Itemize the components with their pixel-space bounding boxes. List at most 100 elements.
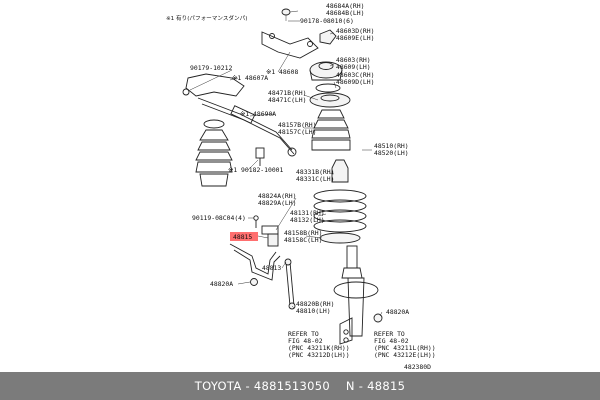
nut-48820a-right-shape [373,313,383,323]
label-48820a-right[interactable]: 48820A [386,308,409,316]
label-48331c[interactable]: 48331C(LH) [296,175,334,183]
label-48609d[interactable]: 48609D(LH) [336,78,374,86]
label-48471b[interactable]: 48471B(RH) [268,89,306,97]
label-48813[interactable]: 48813 [262,264,281,272]
coil-spring-shape [313,189,367,233]
damper-body-shape [230,105,256,124]
label-48609[interactable]: 48609(LH) [336,63,371,71]
footer-part-info: TOYOTA - 4881513050 N - 48815 [194,379,406,393]
spring-lower-seat-shape [333,281,379,299]
stabilizer-bar-shape [233,249,281,281]
boot-ring [311,139,351,151]
stabilizer-group [229,215,296,310]
upper-seat-shape [309,92,351,108]
bracket-bolt-hole [307,41,313,47]
boot-ring [195,161,233,173]
bolt-90179-shape [182,88,190,96]
boot-ring [195,151,233,161]
nut-48603d-shape [319,29,337,45]
shock-body-shape [347,277,365,337]
label-48131[interactable]: 48131(RH) [290,209,325,217]
bolt-90119-shape [253,215,259,221]
boot-ring [317,109,345,119]
bump-stopper-shape [331,159,349,183]
label-48603d[interactable]: 48603D(RH) [336,27,374,35]
performance-damper-group [182,31,319,166]
nut-48820a-left-shape [250,278,258,286]
lower-insulator-shape [319,232,361,244]
label-48510[interactable]: 48510(RH) [374,142,409,150]
parts-diagram: ※1 有り(パフォーマンスダンパ) 48684A(RH) 48684B(LH) … [166,2,436,371]
label-90182[interactable]: ※1 90182-10001 [228,166,284,174]
label-48684a[interactable]: 48684A(RH) [326,2,364,10]
label-48829a[interactable]: 48829A(LH) [258,199,296,207]
shock-bracket-shape [339,317,353,345]
drawing-code: 482380D [404,363,431,371]
label-48690a[interactable]: ※1 48690A [240,110,276,118]
bracket-48824a-shape [261,225,279,235]
shock-collar-shape [341,267,363,279]
damper-end-shape [287,147,297,157]
label-48810[interactable]: 48810(LH) [296,307,331,315]
damper-rod-shape [197,97,293,151]
bracket-hole [343,337,349,343]
label-48157b[interactable]: 48157B(RH) [278,121,316,129]
label-90119[interactable]: 90119-08C04(4) [192,214,246,222]
shock-rod-shape [346,245,358,269]
label-48820b[interactable]: 48820B(RH) [296,300,334,308]
bumper-top-shape [203,119,225,129]
bushing-48815-shape [267,233,279,247]
leader-lines [189,10,383,317]
label-48607a[interactable]: ※1 48607A [232,74,268,82]
label-48609e[interactable]: 48609E(LH) [336,34,374,42]
part-labels: ※1 有り(パフォーマンスダンパ) 48684A(RH) 48684B(LH) … [166,2,436,371]
link-joint-shape [284,258,292,266]
ref-left-line2[interactable]: FIG 48-02 [288,337,323,345]
bracket-bolt-hole [269,33,275,39]
boot-ring [313,119,349,129]
boot-ring [199,173,229,187]
footer-bar: TOYOTA - 4881513050 N - 48815 [0,372,600,400]
ref-right-line3: (PNC 43211L(RH)) [374,344,436,352]
label-48608[interactable]: ※1 48608 [266,68,298,76]
label-48520[interactable]: 48520(LH) [374,149,409,157]
ref-left-line4: (PNC 43212D(LH)) [288,351,350,359]
link-48820b-shape [289,261,295,307]
ref-right-line2[interactable]: FIG 48-02 [374,337,409,345]
label-48157c[interactable]: 48157C(LH) [278,128,316,136]
dust-cap-shape [281,8,291,16]
ref-right-line1: REFER TO [374,330,405,338]
note-performance-damper: ※1 有り(パフォーマンスダンパ) [166,14,247,22]
label-48820a-left[interactable]: 48820A [210,280,233,288]
label-48331b[interactable]: 48331B(RH) [296,168,334,176]
label-90178[interactable]: 90178-08010(6) [300,17,354,25]
label-48684b[interactable]: 48684B(LH) [326,9,364,17]
label-48132[interactable]: 48132(LH) [290,216,325,224]
upper-seat-center [320,94,340,102]
ref-left-line3: (PNC 43211K(RH)) [288,344,350,352]
boot-ring [199,129,229,141]
label-48471c[interactable]: 48471C(LH) [268,96,306,104]
boot-ring [311,129,351,139]
ref-right-line4: (PNC 43212E(LH)) [374,351,436,359]
ref-left-line1: REFER TO [288,330,319,338]
label-48815[interactable]: 48815 [233,233,252,241]
support-mount-body [309,69,343,81]
label-48603c[interactable]: 48603C(RH) [336,71,374,79]
left-boot-group [195,119,233,187]
label-90179[interactable]: 90179-10212 [190,64,232,72]
label-48158c[interactable]: 48158C(LH) [284,236,322,244]
stabilizer-bar-shape [229,243,277,275]
label-48158b[interactable]: 48158B(RH) [284,229,322,237]
boot-ring [197,141,231,151]
bearing-shape [315,83,341,93]
bracket-48608-shape [261,31,319,59]
bolt-90182-shape [255,147,265,159]
strut-assembly [281,8,383,345]
support-mount-boss [318,62,334,70]
label-48603[interactable]: 48603(RH) [336,56,371,64]
highlight-48815 [230,232,258,241]
link-48820b-shape [285,261,291,307]
bracket-48607a-shape [185,73,245,97]
label-48824a[interactable]: 48824A(RH) [258,192,296,200]
